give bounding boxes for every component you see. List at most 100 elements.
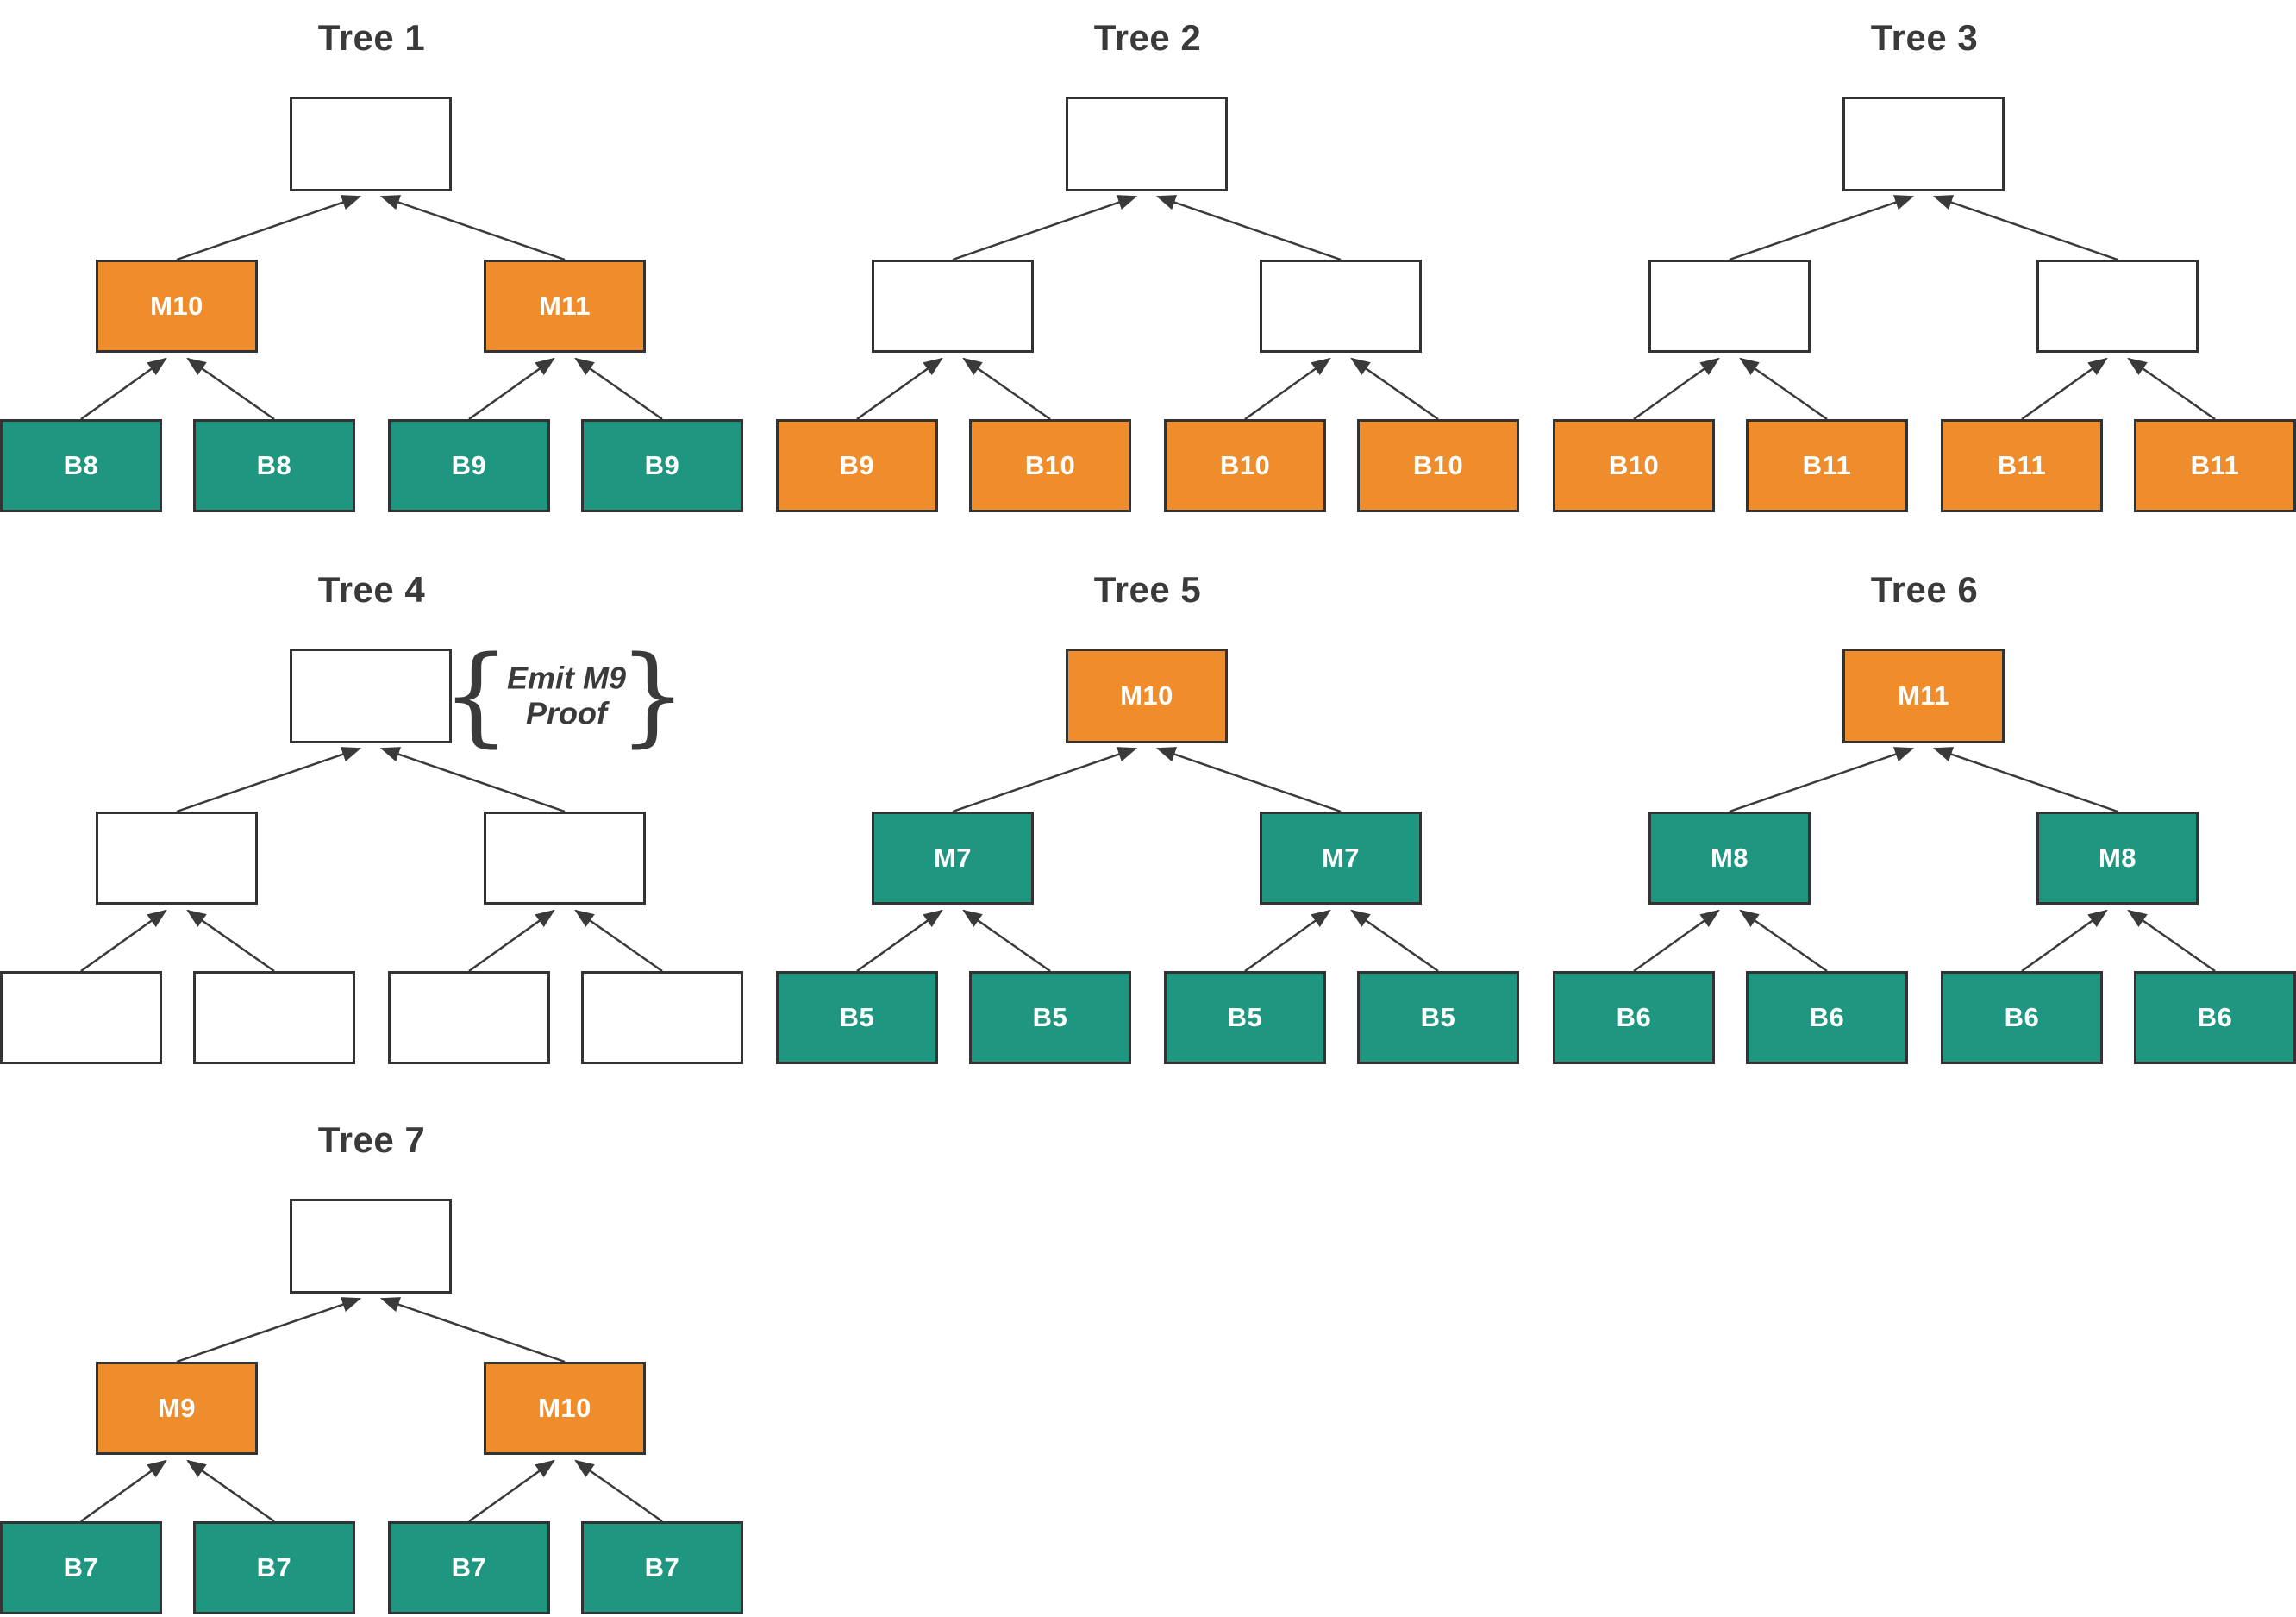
leaf-node-3: B10 [1164,419,1326,512]
leaf-node-3-label: B11 [1997,450,2047,480]
root-node [290,97,452,191]
leaf-node-3-label: B10 [1219,450,1271,480]
arrows-layer [1633,747,2216,973]
leaf-node-3: B9 [388,419,550,512]
internal-node-left [96,812,258,905]
leaf-node-2-label: B11 [1802,450,1852,480]
leaf-node-1-label: B10 [1608,450,1660,480]
leaf-node-2: B7 [193,1521,355,1614]
arrow [1633,357,1720,421]
internal-node-left: M9 [96,1362,258,1455]
arrow [468,909,555,973]
arrow [468,1459,555,1523]
arrow [379,747,566,813]
arrow [1739,909,1828,973]
arrow [1739,357,1828,421]
arrow [80,1459,167,1523]
arrow [2127,357,2216,421]
arrow [176,195,362,261]
arrow [1633,909,1720,973]
arrow [1729,747,1915,813]
leaf-node-3-label: B9 [451,450,487,480]
leaf-node-2-label: B5 [1032,1002,1068,1032]
internal-node-left [1648,260,1811,353]
arrow [1729,195,1915,261]
arrows-layer [80,747,663,973]
root-node [290,649,452,743]
leaf-node-2-label: B8 [256,450,292,480]
root-node-label: M10 [1120,680,1173,711]
internal-node-left [872,260,1034,353]
leaf-node-3: B11 [1941,419,2103,512]
internal-node-right-label: M11 [538,291,591,321]
leaf-node-3: B5 [1164,971,1326,1064]
internal-node-left-label: M7 [933,843,973,873]
internal-node-right-label: M8 [2098,843,2137,873]
leaf-node-4-label: B6 [2197,1002,2233,1032]
leaf-node-2-label: B10 [1024,450,1076,480]
arrow [1244,357,1331,421]
internal-node-left: M7 [872,812,1034,905]
leaf-node-3: B7 [388,1521,550,1614]
leaf-node-1: B9 [776,419,938,512]
arrow [574,357,663,421]
leaf-node-1 [0,971,162,1064]
leaf-node-4: B7 [581,1521,743,1614]
leaf-node-1: B7 [0,1521,162,1614]
internal-node-left-label: M9 [157,1393,197,1423]
arrow [1932,195,2118,261]
internal-node-right [484,812,646,905]
arrow [379,1297,566,1363]
leaf-node-3-label: B6 [2004,1002,2040,1032]
leaf-node-3 [388,971,550,1064]
tree-1-title: Tree 1 [317,17,426,58]
leaf-node-1-label: B7 [63,1552,99,1583]
arrow [2021,357,2108,421]
annotation-line-2: Proof [526,696,607,731]
arrow [1155,195,1342,261]
leaf-node-2: B5 [969,971,1131,1064]
internal-node-right: M11 [484,260,646,353]
leaf-node-4-label: B11 [2190,450,2240,480]
internal-node-left: M10 [96,260,258,353]
internal-node-right: M8 [2036,812,2199,905]
tree-2-title: Tree 2 [1093,17,1202,58]
leaf-node-1-label: B6 [1616,1002,1652,1032]
root-node: M10 [1066,649,1228,743]
arrow [1244,909,1331,973]
arrow [962,909,1051,973]
root-node: M11 [1842,649,2005,743]
leaf-node-4: B11 [2134,419,2296,512]
leaf-node-1-label: B8 [63,450,99,480]
leaf-node-3: B6 [1941,971,2103,1064]
arrows-layer [856,747,1439,973]
leaf-node-4 [581,971,743,1064]
arrow [80,909,167,973]
tree-4-title: Tree 4 [317,569,426,610]
leaf-node-2-label: B6 [1809,1002,1845,1032]
arrow [468,357,555,421]
leaf-node-1-label: B5 [839,1002,875,1032]
leaf-node-2: B11 [1746,419,1908,512]
root-node [290,1199,452,1294]
arrows-layer [856,195,1439,421]
arrow [856,909,943,973]
tree-6-title: Tree 6 [1870,569,1979,610]
arrow [1350,909,1439,973]
internal-node-right-label: M7 [1321,843,1361,873]
arrow [1350,357,1439,421]
leaf-node-4-label: B5 [1420,1002,1456,1032]
internal-node-right: M10 [484,1362,646,1455]
leaf-node-1: B5 [776,971,938,1064]
leaf-node-4: B6 [2134,971,2296,1064]
arrow [952,195,1138,261]
arrow [1932,747,2118,813]
internal-node-left-label: M8 [1710,843,1749,873]
leaf-node-1: B6 [1553,971,1715,1064]
